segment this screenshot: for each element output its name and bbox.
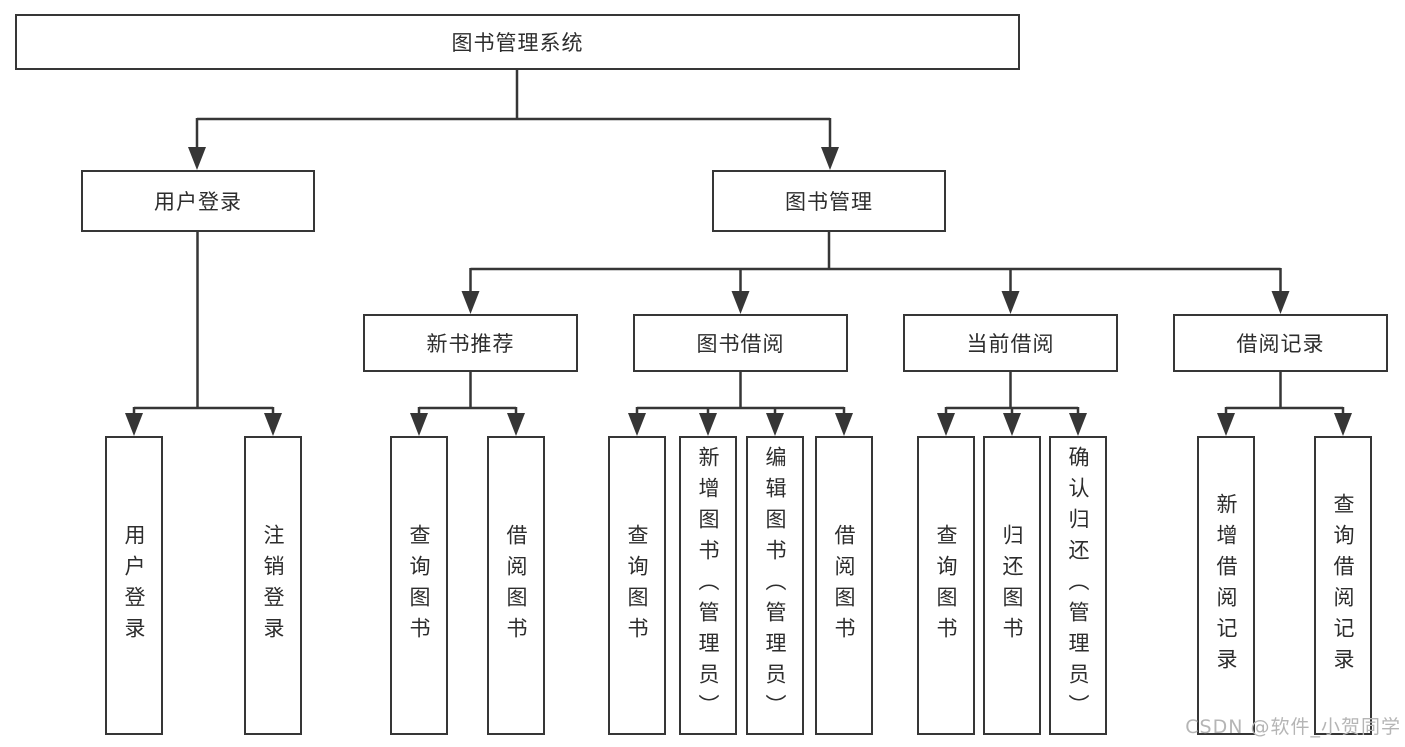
- leaf-borrow-query: 查询图书: [608, 436, 666, 735]
- leaf-current-confirm-admin: 确认归还（管理员）: [1049, 436, 1107, 735]
- arrow-head: [507, 413, 525, 436]
- node-book-borrow: 图书借阅: [633, 314, 848, 372]
- arrow-head: [461, 291, 480, 314]
- leaf-label: 注销登录: [261, 523, 285, 648]
- leaf-label: 新增图书（管理员）: [696, 446, 720, 725]
- arrow-head: [1003, 413, 1021, 436]
- connector-current-split: [944, 372, 1080, 416]
- leaf-label: 新增借阅记录: [1214, 492, 1238, 679]
- arrow-head: [628, 413, 646, 436]
- leaf-logout: 注销登录: [244, 436, 302, 735]
- node-root-system: 图书管理系统: [15, 14, 1020, 70]
- leaf-label: 查询图书: [625, 523, 649, 648]
- connector-bookmgmt-split: [469, 232, 1282, 294]
- arrow-head: [1001, 291, 1020, 314]
- leaf-newbook-borrow: 借阅图书: [487, 436, 545, 735]
- arrow-head: [937, 413, 955, 436]
- connector-newbook-split: [417, 372, 518, 416]
- connector-records-split: [1224, 372, 1345, 416]
- leaf-label: 借阅图书: [504, 523, 528, 648]
- leaf-current-query: 查询图书: [917, 436, 975, 735]
- leaf-label: 确认归还（管理员）: [1066, 446, 1090, 725]
- arrow-head: [731, 291, 750, 314]
- node-new-book-recommend: 新书推荐: [363, 314, 578, 372]
- arrow-head: [835, 413, 853, 436]
- leaf-record-query: 查询借阅记录: [1314, 436, 1372, 735]
- arrow-head: [1271, 291, 1290, 314]
- leaf-borrow-edit-admin: 编辑图书（管理员）: [746, 436, 804, 735]
- arrow-head: [188, 147, 206, 170]
- node-borrow-records: 借阅记录: [1173, 314, 1388, 372]
- arrow-head: [821, 147, 839, 170]
- connector-root-split: [195, 70, 832, 150]
- connector-borrow-split: [635, 372, 846, 416]
- leaf-label: 编辑图书（管理员）: [763, 446, 787, 725]
- arrow-head: [699, 413, 717, 436]
- arrow-head: [410, 413, 428, 436]
- arrow-head: [1217, 413, 1235, 436]
- leaf-label: 用户登录: [122, 523, 146, 648]
- arrow-head: [125, 413, 143, 436]
- connector-userlogin-split: [132, 232, 275, 416]
- arrow-head: [766, 413, 784, 436]
- leaf-label: 查询借阅记录: [1331, 492, 1355, 679]
- leaf-current-return: 归还图书: [983, 436, 1041, 735]
- leaf-borrow-add-admin: 新增图书（管理员）: [679, 436, 737, 735]
- csdn-watermark: CSDN @软件_小贺同学: [1185, 716, 1401, 738]
- leaf-record-add: 新增借阅记录: [1197, 436, 1255, 735]
- leaf-label: 查询图书: [934, 523, 958, 648]
- leaf-label: 借阅图书: [832, 523, 856, 648]
- leaf-newbook-query: 查询图书: [390, 436, 448, 735]
- arrow-head: [1334, 413, 1352, 436]
- leaf-borrow-book: 借阅图书: [815, 436, 873, 735]
- arrow-head: [1069, 413, 1087, 436]
- node-current-borrow: 当前借阅: [903, 314, 1118, 372]
- node-user-login-branch: 用户登录: [81, 170, 315, 232]
- leaf-user-login: 用户登录: [105, 436, 163, 735]
- arrow-head: [264, 413, 282, 436]
- leaf-label: 归还图书: [1000, 523, 1024, 648]
- node-book-management-branch: 图书管理: [712, 170, 946, 232]
- leaf-label: 查询图书: [407, 523, 431, 648]
